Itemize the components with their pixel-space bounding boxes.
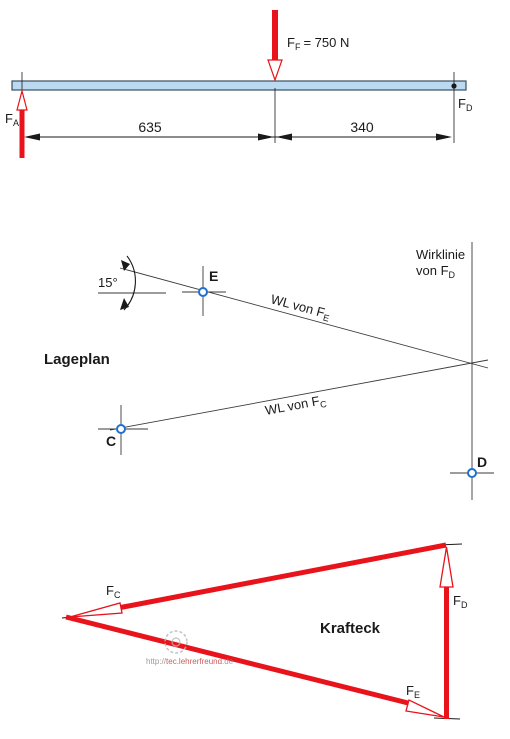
point-d-label: D	[477, 454, 487, 470]
joint-e	[198, 287, 208, 297]
fc-arrow-head	[69, 602, 123, 618]
fe-label: FE	[406, 683, 420, 700]
krafteck-title: Krafteck	[320, 620, 381, 637]
dim-arrow-mid-left	[258, 133, 274, 141]
krafteck-section: Krafteck FC FD FE	[61, 542, 468, 720]
fc-shaft	[117, 542, 447, 611]
dim-arrow-mid-right	[276, 133, 292, 141]
point-e-label: E	[209, 268, 218, 284]
angle-label: 15°	[98, 275, 118, 290]
dim-left-value: 635	[138, 119, 162, 135]
wl-c-line	[109, 359, 489, 431]
wl-c-label: WL von FC	[264, 392, 328, 420]
watermark-gear-icon	[164, 630, 188, 654]
wl-e-label: WL von FE	[269, 291, 332, 323]
fa-label: FA	[5, 111, 19, 128]
fe-shaft	[65, 614, 413, 707]
wirklinie-line1: Wirklinie	[416, 247, 465, 262]
load-label: FF= 750 N	[287, 35, 349, 52]
fd-arrow-head	[439, 546, 454, 588]
angle-arrow-top	[121, 260, 130, 271]
watermark-text: http://tec.lehrerfreund.de	[146, 657, 234, 666]
fe-arrow-head	[405, 699, 445, 718]
load-arrow-shaft	[272, 10, 278, 60]
reaction-a-arrow-head	[16, 88, 28, 111]
watermark-gear-hub-icon	[171, 637, 181, 647]
dim-arrow-left	[24, 133, 40, 141]
reaction-a-arrow-shaft	[19, 110, 25, 158]
beam-section: FF= 750 N FA FD 635 340	[5, 10, 473, 158]
beam	[11, 80, 467, 91]
wirklinie-line2: von FD	[416, 263, 456, 280]
point-c-label: C	[106, 433, 116, 449]
fc-label: FC	[106, 583, 121, 600]
load-arrow-head	[267, 59, 283, 82]
lageplan-section: Lageplan 15° E C D WL von FE WL von FC W…	[44, 242, 494, 500]
support-d-dot	[451, 83, 457, 89]
fd-krafteck-label: FD	[453, 593, 468, 610]
dim-arrow-right	[436, 133, 452, 141]
joint-c	[116, 424, 126, 434]
fd-shaft	[444, 587, 449, 719]
joint-d	[467, 468, 477, 478]
angle-arrow-bottom	[120, 298, 129, 310]
fd-label: FD	[458, 96, 473, 113]
dim-right-value: 340	[350, 119, 374, 135]
watermark: http://tec.lehrerfreund.de	[146, 630, 234, 666]
wl-e-line	[119, 267, 489, 369]
lageplan-title: Lageplan	[44, 351, 110, 368]
